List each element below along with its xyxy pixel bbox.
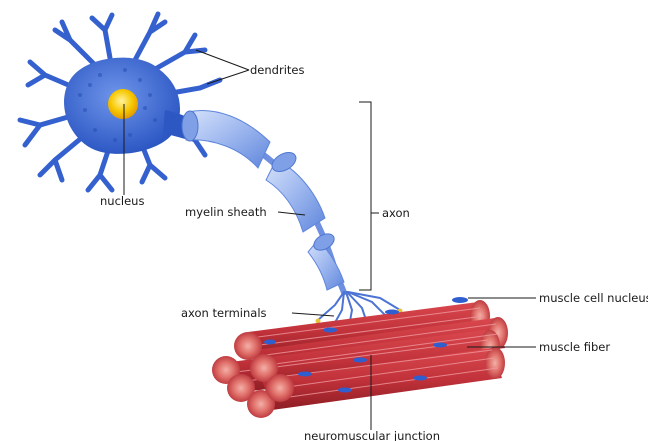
label-axon: axon: [382, 206, 410, 220]
label-axon-terminals: axon terminals: [181, 306, 267, 320]
label-neuromuscular-junction: neuromuscular junction: [304, 429, 440, 441]
nucleus-shape: [108, 89, 138, 119]
myelin-sheath-shape: [182, 110, 344, 290]
label-dendrites: dendrites: [250, 63, 304, 77]
label-nucleus: nucleus: [100, 194, 144, 208]
label-muscle-fiber: muscle fiber: [539, 340, 610, 354]
label-muscle-cell-nucleus: muscle cell nucleus: [539, 291, 648, 305]
label-myelin-sheath: myelin sheath: [185, 205, 267, 219]
